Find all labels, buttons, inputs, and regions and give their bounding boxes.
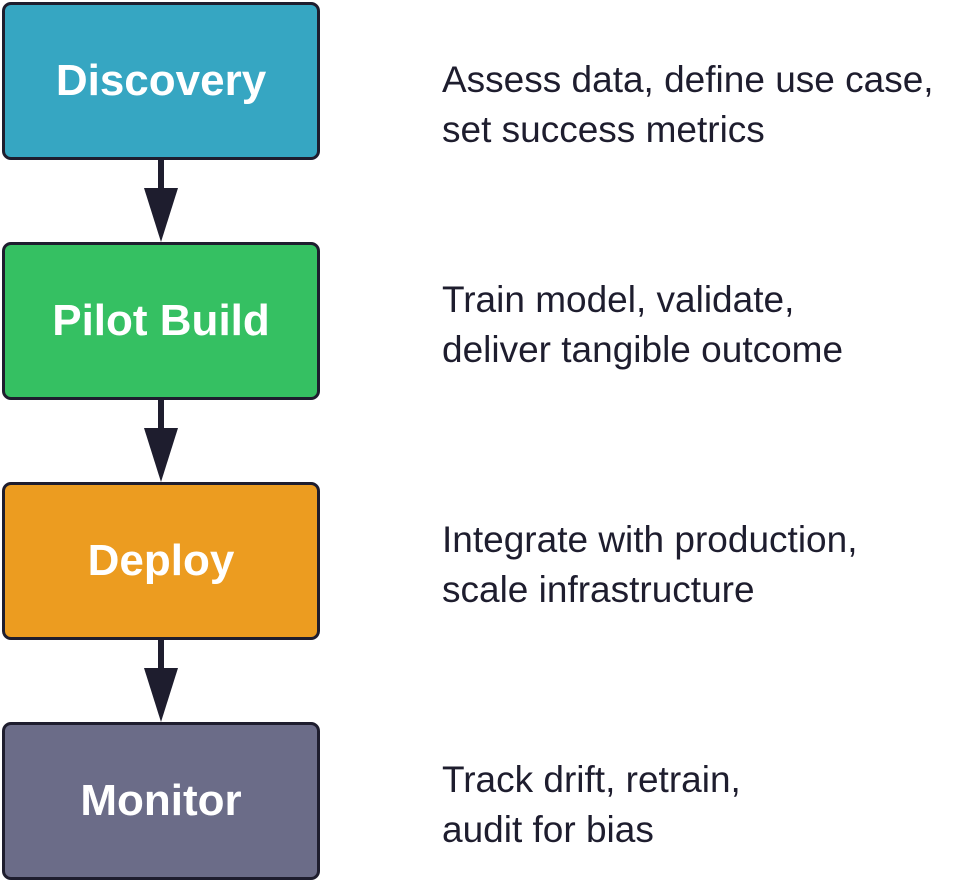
stage-deploy-label: Deploy <box>87 536 235 585</box>
stage-pilot-build-box: Pilot Build <box>2 242 320 400</box>
stage-monitor-description: Track drift, retrain, audit for bias <box>442 755 970 855</box>
stage-deploy-description: Integrate with production, scale infrast… <box>442 515 970 615</box>
stage-monitor-label: Monitor <box>80 776 242 825</box>
stage-discovery-description-line-2: set success metrics <box>442 109 765 150</box>
stage-deploy-description-line-2: scale infrastructure <box>442 569 755 610</box>
stage-pilot-build-label: Pilot Build <box>52 296 270 345</box>
stage-monitor-box: Monitor <box>2 722 320 880</box>
arrow-pilot-to-deploy <box>144 400 178 482</box>
stage-monitor-description-line-2: audit for bias <box>442 809 654 850</box>
stage-discovery-box: Discovery <box>2 2 320 160</box>
stage-discovery-label: Discovery <box>55 56 267 105</box>
arrow-discovery-to-pilot <box>144 160 178 242</box>
stage-pilot-build-description-line-2: deliver tangible outcome <box>442 329 844 370</box>
stage-monitor-description-line-1: Track drift, retrain, <box>442 759 741 800</box>
stage-pilot-build-description: Train model, validate, deliver tangible … <box>442 275 970 375</box>
stage-discovery-description-line-1: Assess data, define use case, <box>442 59 934 100</box>
stage-pilot-build-description-line-1: Train model, validate, <box>442 279 795 320</box>
stage-discovery-description: Assess data, define use case, set succes… <box>442 55 970 155</box>
arrow-deploy-to-monitor <box>144 640 178 722</box>
stage-deploy-box: Deploy <box>2 482 320 640</box>
stage-deploy-description-line-1: Integrate with production, <box>442 519 858 560</box>
